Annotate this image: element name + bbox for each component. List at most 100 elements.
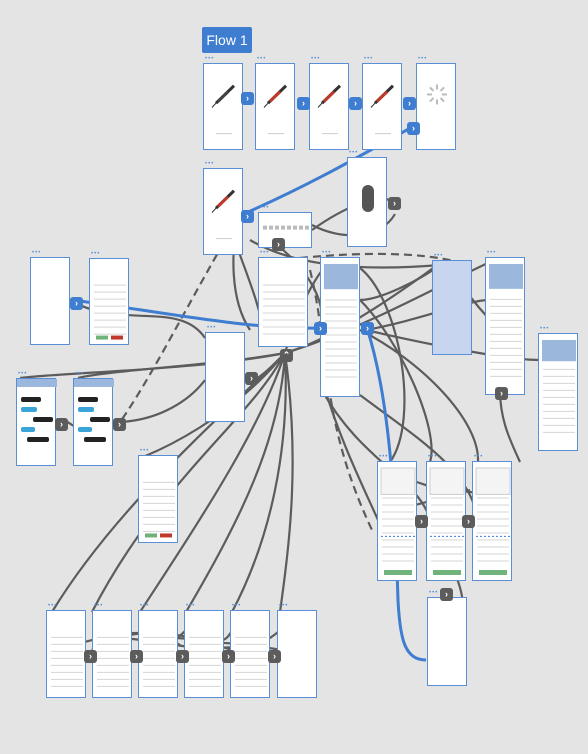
more-options-icon[interactable]: ••• — [186, 603, 196, 609]
connector-handle-icon[interactable]: › — [297, 97, 310, 110]
screen-thumbnail[interactable] — [46, 610, 86, 698]
connector-handle-icon[interactable]: › — [440, 588, 453, 601]
menu — [263, 284, 305, 335]
screen-thumbnail[interactable] — [427, 597, 467, 686]
more-options-icon[interactable]: ••• — [349, 150, 359, 156]
screen-thumbnail[interactable] — [258, 212, 312, 248]
more-options-icon[interactable]: ••• — [32, 250, 42, 256]
list — [235, 636, 267, 687]
more-options-icon[interactable]: ••• — [379, 454, 389, 460]
more-options-icon[interactable]: ••• — [48, 603, 58, 609]
gray-connector — [231, 352, 287, 613]
screen-thumbnail[interactable] — [416, 63, 456, 150]
more-options-icon[interactable]: ••• — [487, 250, 497, 256]
screen-thumbnail[interactable] — [309, 63, 349, 150]
screen-thumbnail[interactable] — [347, 157, 387, 247]
connector-handle-icon[interactable]: › — [462, 515, 475, 528]
more-options-icon[interactable]: ••• — [428, 454, 438, 460]
connector-handle-icon[interactable]: › — [403, 97, 416, 110]
connector-handle-icon[interactable]: › — [268, 650, 281, 663]
screen-thumbnail[interactable] — [277, 610, 317, 698]
more-options-icon[interactable]: ••• — [140, 448, 150, 454]
more-options-icon[interactable]: ••• — [18, 371, 28, 377]
loading-spinner-icon — [427, 84, 447, 105]
article — [324, 264, 358, 378]
connector-handle-icon[interactable]: › — [245, 372, 258, 385]
connector-handle-icon[interactable]: › — [415, 515, 428, 528]
connector-handle-icon[interactable]: › — [495, 387, 508, 400]
screen-thumbnail[interactable] — [184, 610, 224, 698]
screen-thumbnail[interactable] — [30, 257, 70, 345]
screen-thumbnail[interactable] — [362, 63, 402, 150]
more-options-icon[interactable]: ••• — [364, 56, 374, 62]
connector-handle-icon[interactable]: › — [130, 650, 143, 663]
more-options-icon[interactable]: ••• — [434, 253, 444, 259]
screen-thumbnail[interactable] — [138, 610, 178, 698]
connector-handle-icon[interactable]: › — [407, 122, 420, 135]
more-options-icon[interactable]: ••• — [94, 603, 104, 609]
screen-thumbnail[interactable] — [73, 378, 114, 466]
syringe-icon — [263, 84, 288, 135]
syringe-icon — [211, 84, 236, 135]
more-options-icon[interactable]: ••• — [205, 161, 215, 167]
screen-thumbnail[interactable] — [472, 461, 512, 581]
more-options-icon[interactable]: ••• — [207, 325, 217, 331]
more-options-icon[interactable]: ••• — [260, 250, 270, 256]
connector-handle-icon[interactable]: › — [314, 322, 327, 335]
more-options-icon[interactable]: ••• — [429, 590, 439, 596]
connector-handle-icon[interactable]: › — [55, 418, 68, 431]
screen-thumbnail[interactable] — [89, 258, 129, 345]
connector-handle-icon[interactable]: › — [113, 418, 126, 431]
more-options-icon[interactable]: ••• — [418, 56, 428, 62]
tinted — [433, 261, 473, 356]
connector-handle-icon[interactable]: ⌃ — [280, 349, 293, 362]
connector-handle-icon[interactable]: › — [361, 322, 374, 335]
gray-connector — [69, 299, 206, 339]
screen-thumbnail[interactable] — [538, 333, 578, 451]
more-options-icon[interactable]: ••• — [322, 250, 332, 256]
gray-connector — [91, 352, 286, 613]
connector-handle-icon[interactable]: › — [241, 210, 254, 223]
connector-handle-icon[interactable]: › — [241, 92, 254, 105]
screen-thumbnail[interactable] — [16, 378, 57, 466]
screen-thumbnail[interactable] — [138, 455, 178, 543]
screen-thumbnail[interactable] — [377, 461, 417, 581]
more-options-icon[interactable]: ••• — [260, 205, 270, 211]
connector-handle-icon[interactable]: › — [222, 650, 235, 663]
syringe-icon — [370, 84, 395, 135]
connector-handle-icon[interactable]: › — [70, 297, 83, 310]
more-options-icon[interactable]: ••• — [75, 371, 85, 377]
connector-handle-icon[interactable]: › — [388, 197, 401, 210]
screen-thumbnail[interactable] — [205, 332, 245, 422]
more-options-icon[interactable]: ••• — [257, 56, 267, 62]
more-options-icon[interactable]: ••• — [474, 454, 484, 460]
more-options-icon[interactable]: ••• — [279, 603, 289, 609]
screen-thumbnail[interactable] — [230, 610, 270, 698]
more-options-icon[interactable]: ••• — [205, 56, 215, 62]
more-options-icon[interactable]: ••• — [311, 56, 321, 62]
article — [489, 264, 523, 377]
more-options-icon[interactable]: ••• — [540, 326, 550, 332]
connector-handle-icon[interactable]: › — [176, 650, 189, 663]
screen-thumbnail[interactable] — [203, 63, 243, 150]
screen-thumbnail[interactable] — [258, 257, 308, 347]
article — [542, 340, 576, 433]
screen-thumbnail[interactable] — [203, 168, 243, 255]
more-options-icon[interactable]: ••• — [232, 603, 242, 609]
more-options-icon[interactable]: ••• — [140, 603, 150, 609]
list — [143, 636, 175, 687]
flow-label[interactable]: Flow 1 — [202, 27, 252, 53]
connector-handle-icon[interactable]: › — [272, 238, 285, 251]
connector-handle-icon[interactable]: › — [84, 650, 97, 663]
list — [51, 636, 83, 687]
screen-thumbnail[interactable] — [426, 461, 466, 581]
screen-thumbnail[interactable] — [432, 260, 472, 355]
form — [94, 284, 126, 340]
screen-thumbnail[interactable] — [92, 610, 132, 698]
screen-thumbnail[interactable] — [255, 63, 295, 150]
more-options-icon[interactable]: ••• — [91, 251, 101, 257]
screen-thumbnail[interactable] — [485, 257, 525, 395]
form — [143, 481, 175, 538]
connector-handle-icon[interactable]: › — [349, 97, 362, 110]
